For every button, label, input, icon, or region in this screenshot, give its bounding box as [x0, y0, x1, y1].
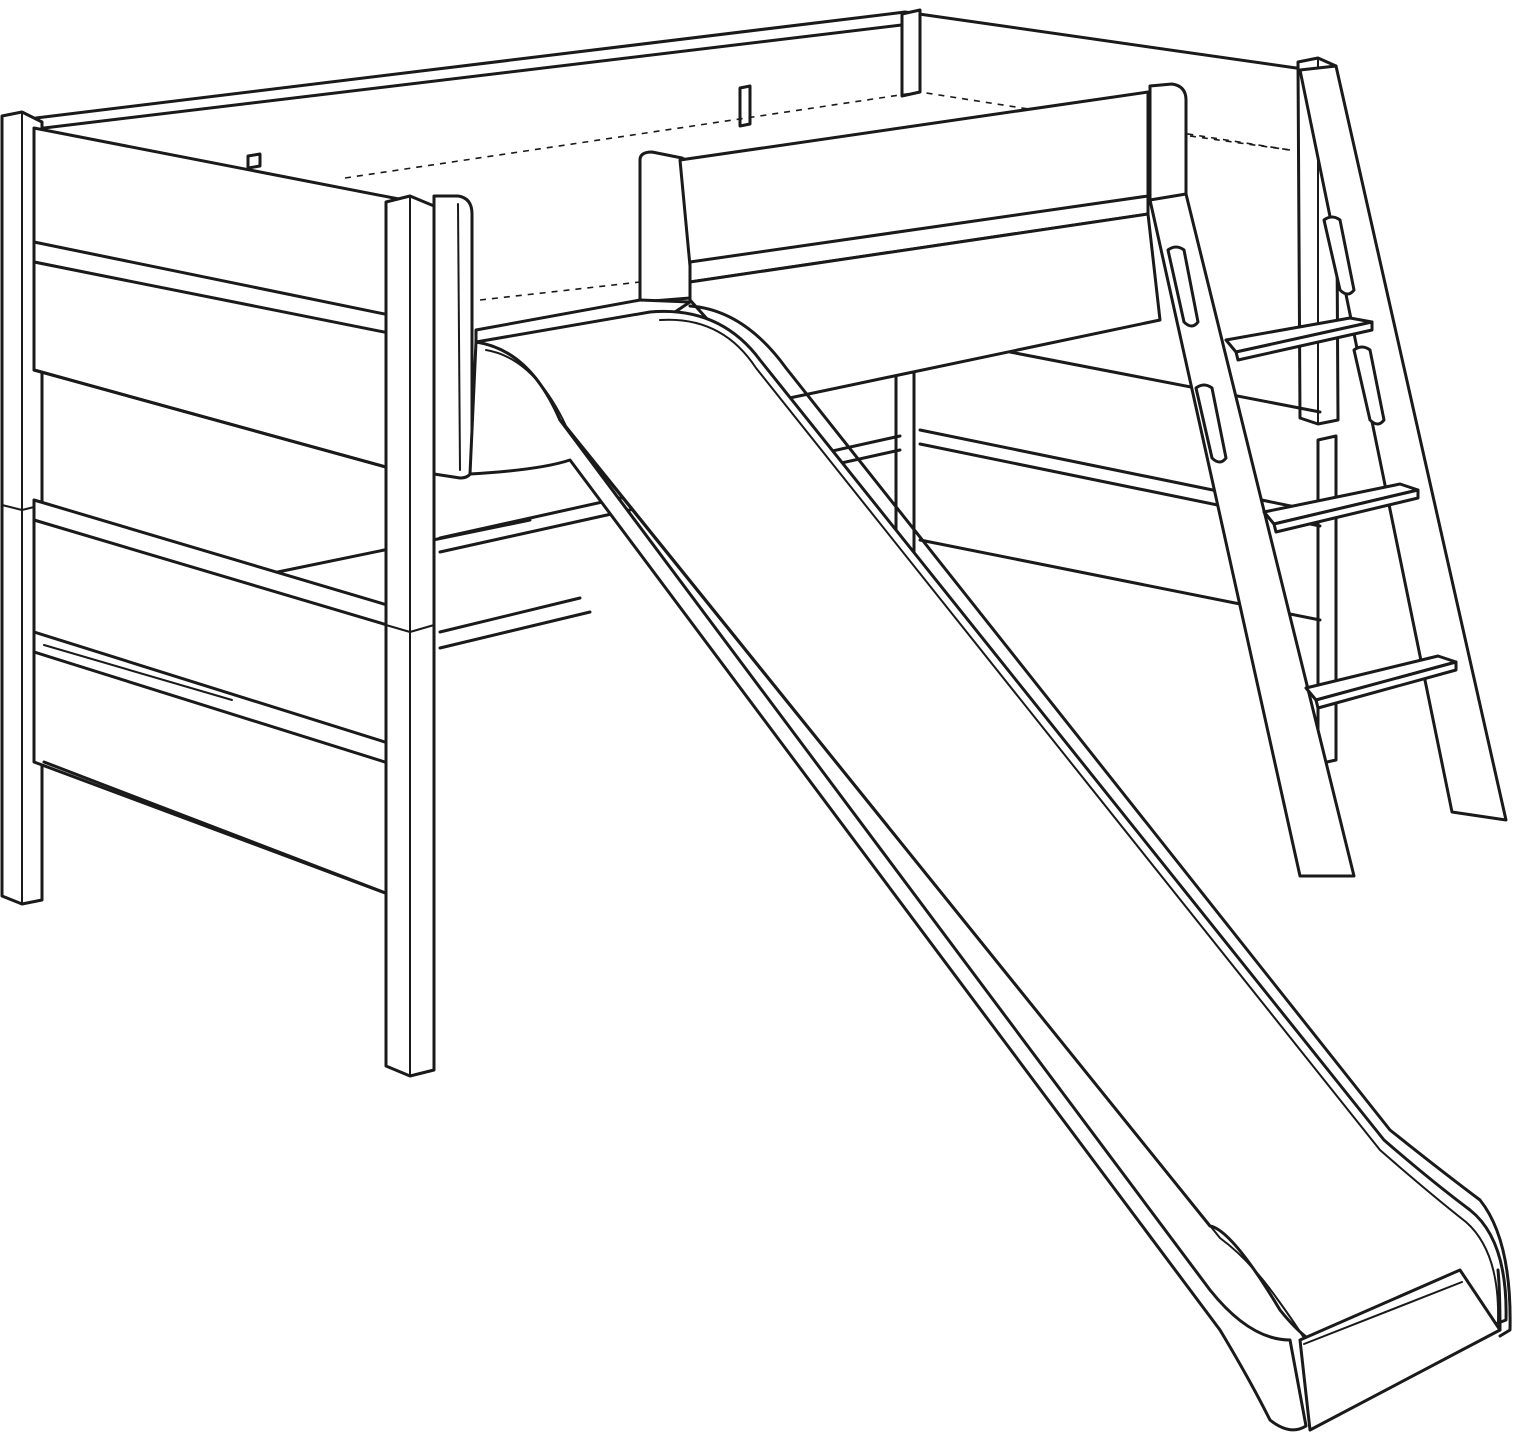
front-guard-rail-left	[432, 194, 474, 480]
slide	[468, 304, 1512, 1432]
ladder	[1148, 64, 1508, 878]
bed-head-end	[0, 110, 436, 1078]
bed-front-lower	[438, 596, 592, 650]
